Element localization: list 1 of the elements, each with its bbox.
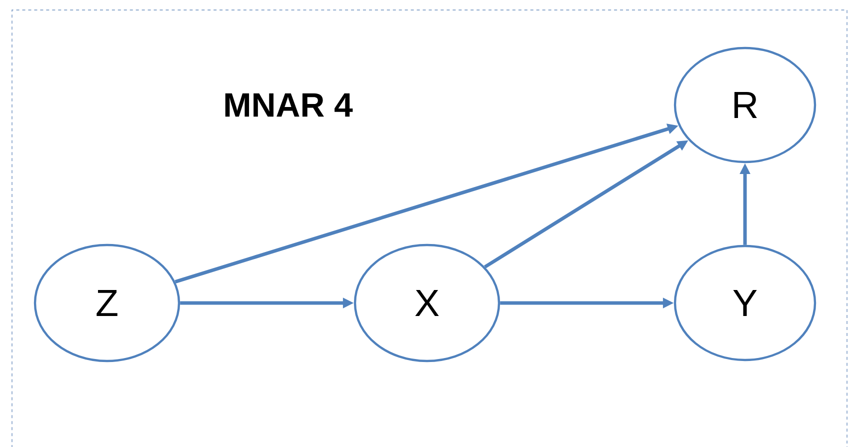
title: MNAR 4 [225, 93, 353, 117]
